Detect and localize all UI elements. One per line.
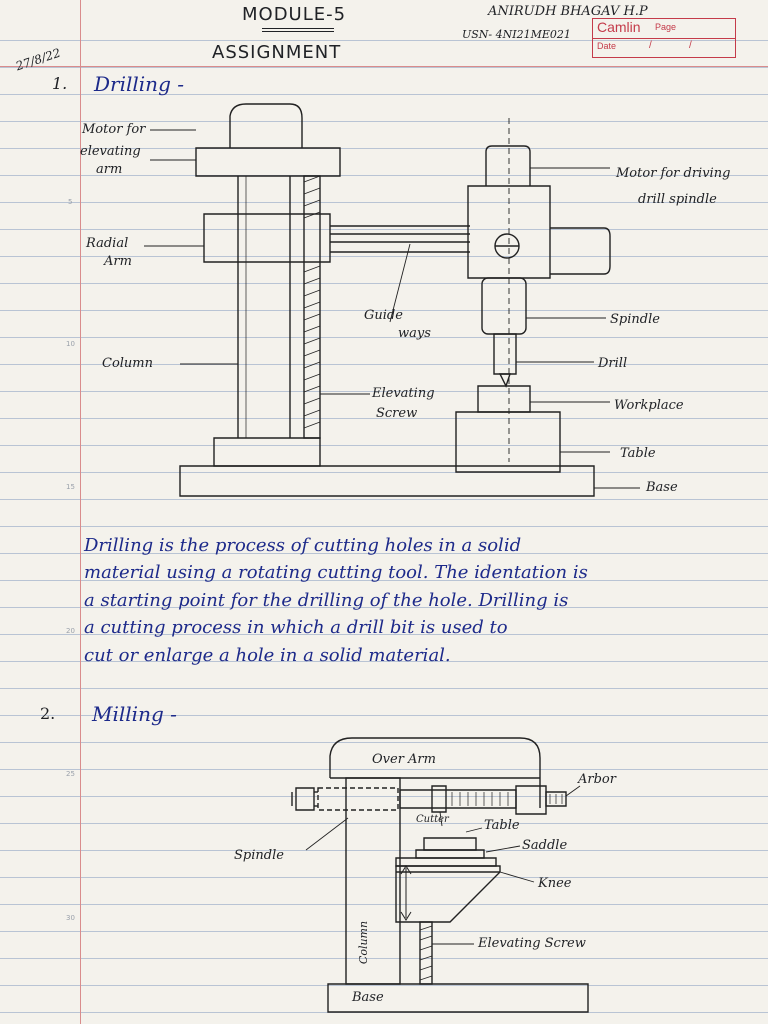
line-number-10: 10 (66, 340, 75, 348)
radial-arm-shape (204, 214, 330, 262)
drilling-paragraph-line-5: cut or enlarge a hole in a solid materia… (84, 645, 451, 666)
drilling-paragraph-line-3: a starting point for the drilling of the… (84, 590, 569, 611)
label-guide-ways-1: Guide (364, 308, 403, 323)
milling-table-shape (424, 838, 476, 850)
spindle-motor-shape (486, 146, 530, 186)
label-milling-base: Base (352, 990, 384, 1005)
milling-column-shape (346, 778, 400, 984)
label-column: Column (102, 356, 154, 371)
date-slash-2: / (689, 40, 692, 51)
elevating-motor-shape (230, 104, 302, 148)
label-radial-arm-1: Radial (86, 236, 129, 251)
label-spindle: Spindle (610, 312, 660, 327)
drill-bit-shape (500, 374, 510, 386)
label-saddle: Saddle (522, 838, 568, 853)
label-drill: Drill (598, 356, 628, 371)
section1-number: 1. (52, 74, 68, 93)
label-over-arm: Over Arm (372, 752, 436, 767)
drilling-paragraph-line-1: Drilling is the process of cutting holes… (84, 535, 522, 556)
student-usn: USN- 4NI21ME021 (462, 28, 571, 41)
date-slash-1: / (649, 40, 652, 51)
line-number-25: 25 (66, 770, 75, 778)
label-motor-drill-spindle-2: drill spindle (638, 192, 717, 207)
module-title: MODULE-5 (242, 4, 347, 25)
milling-base-shape (328, 984, 588, 1012)
label-knee: Knee (538, 876, 572, 891)
label-motor-elevating-arm-3: arm (96, 162, 123, 177)
page-label: Page (655, 22, 677, 32)
date-label: Date (597, 41, 617, 51)
drilling-paragraph-line-2: material using a rotating cutting tool. … (84, 562, 588, 583)
label-cutter: Cutter (416, 814, 449, 825)
label-motor-elevating-arm-1: Motor for (82, 122, 146, 137)
title-underline-2 (262, 31, 334, 32)
section2-title: Milling - (92, 702, 177, 726)
student-name: ANIRUDH BHAGAV H.P (488, 4, 648, 19)
camlin-brand: Camlin (597, 19, 641, 35)
section2-number: 2. (40, 704, 56, 723)
line-number-20: 20 (66, 627, 75, 635)
line-number-5: 5 (68, 198, 73, 206)
label-milling-column: Column (357, 920, 371, 965)
label-arbor: Arbor (578, 772, 616, 787)
line-number-30: 30 (66, 914, 75, 922)
assignment-title: ASSIGNMENT (212, 42, 342, 63)
label-base: Base (646, 480, 678, 495)
camlin-row: Camlin Page (593, 19, 735, 39)
label-milling-spindle: Spindle (234, 848, 284, 863)
margin-line-horizontal (0, 66, 768, 67)
label-motor-elevating-arm-2: elevating (80, 144, 141, 159)
label-milling-table: Table (484, 818, 520, 833)
label-table: Table (620, 446, 656, 461)
over-arm-shape (330, 738, 540, 808)
label-milling-elevating-screw: Elevating Screw (478, 936, 586, 951)
base-shape (180, 466, 594, 496)
label-elevating-screw-1: Elevating (372, 386, 435, 401)
arbor-shape (400, 790, 516, 808)
line-number-15: 15 (66, 483, 75, 491)
label-motor-drill-spindle-1: Motor for driving (616, 166, 731, 181)
margin-line-vertical (80, 0, 81, 1024)
camlin-box: Camlin Page Date / / (592, 18, 736, 58)
milling-cutter-shape (432, 786, 446, 812)
title-underline (262, 28, 334, 29)
label-elevating-screw-2: Screw (376, 406, 418, 421)
knee-shape (396, 866, 500, 922)
section1-title: Drilling - (94, 72, 184, 96)
drilling-paragraph-line-4: a cutting process in which a drill bit i… (84, 617, 508, 638)
saddle-shape (416, 850, 484, 858)
milling-elevating-screw-shape (420, 922, 432, 984)
label-workpiece: Workplace (614, 398, 684, 413)
top-plate-shape (196, 148, 340, 176)
label-guide-ways-2: ways (398, 326, 431, 341)
label-radial-arm-2: Arm (104, 254, 132, 269)
table-shape (456, 412, 560, 472)
